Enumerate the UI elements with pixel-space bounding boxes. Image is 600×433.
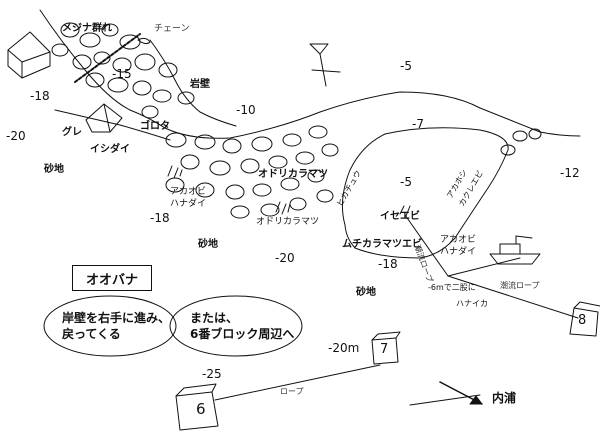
label-hanadai-right-2: ハナダイ (440, 247, 477, 257)
depth-m7: -7 (412, 117, 424, 131)
rope-right (447, 275, 579, 319)
contour-loop (341, 127, 509, 259)
label-two-level: -6mで二股に (428, 283, 476, 292)
depth-m12: -12 (560, 166, 580, 180)
rope-bottom (214, 364, 381, 401)
bubble-right-line-1: または、 (190, 311, 239, 325)
shoreline-lower (54, 109, 171, 141)
depth-m18-right: -18 (378, 257, 398, 271)
depth-m20-left: -20 (6, 129, 26, 143)
bubble-right-line-2: 6番ブロック周辺へ (190, 327, 295, 341)
bubble-right-text: または、 6番ブロック周辺へ (190, 310, 294, 342)
block-8-icon (569, 301, 600, 337)
label-gorota: ゴロタ (140, 121, 170, 132)
label-rope-right: 潮流ロープ (500, 281, 540, 290)
depth-m15: -15 (112, 67, 132, 81)
label-rope: ロープ (280, 387, 304, 396)
label-odori-1: オドリカラマツ (258, 169, 328, 180)
bubble-left-line-2: 戻ってくる (62, 327, 121, 341)
label-akaobi-right-1: アカオビ (440, 235, 477, 245)
block-7-icon (371, 331, 401, 365)
seaweed-mark-icon (275, 201, 291, 215)
seaweed-mark-2-icon (167, 165, 183, 179)
label-sand-right: 砂地 (356, 287, 376, 298)
block-7-number: 7 (380, 342, 389, 357)
depth-m18-mid: -18 (150, 211, 170, 225)
label-rock-wall: 岩壁 (190, 79, 210, 90)
tent-icon (85, 103, 123, 133)
label-iseebi: イセエビ (380, 211, 420, 222)
depth-m5-mid: -5 (400, 175, 412, 189)
depth-m10: -10 (236, 103, 256, 117)
bubble-left-line-1: 岸壁を右手に進み、 (62, 311, 171, 325)
rock-slope-edge (149, 39, 237, 127)
fish-mark-icon (137, 37, 151, 45)
shoreline-upper (39, 9, 581, 139)
rocks (51, 22, 542, 219)
speech-bubble-left (43, 295, 177, 357)
label-hanaika: ハナイカ (456, 299, 488, 308)
label-chain: チェーン (154, 24, 190, 34)
hut-icon (7, 31, 51, 79)
label-sand-left: 砂地 (44, 164, 64, 175)
boat-icon (489, 235, 541, 265)
bubble-left-text: 岸壁を右手に進み、 戻ってくる (62, 310, 170, 342)
label-ishidai: イシダイ (90, 144, 130, 155)
label-mejina: メジナ群れ (62, 23, 112, 34)
rope-small (409, 394, 481, 406)
rope-to-boat (447, 257, 521, 277)
label-akaobi-left-1: アカオビ (170, 187, 207, 197)
depth-m18-left: -18 (30, 89, 50, 103)
chain (74, 33, 141, 83)
anchor-symbol-icon (309, 43, 341, 87)
label-odori-2: オドリカラマツ (256, 217, 320, 227)
label-uchiura: 内浦 (492, 391, 517, 405)
block-6-icon (175, 383, 219, 431)
rope-vertical (404, 214, 449, 277)
block-6-number: 6 (196, 400, 206, 418)
depth-m20-center: -20 (275, 251, 295, 265)
depth-m20m: -20m (328, 341, 360, 355)
depth-m25: -25 (202, 367, 222, 381)
site-title: オオバナ (72, 265, 152, 291)
compass-arrow-icon (439, 381, 483, 405)
seaweed-mark-3-icon (399, 205, 411, 217)
block-8-number: 8 (578, 313, 587, 328)
label-hanadai-left-2: ハナダイ (170, 199, 207, 209)
speech-bubble-right (169, 295, 303, 357)
depth-m5-top: -5 (400, 59, 412, 73)
label-gure: グレ (62, 127, 82, 138)
label-sand-center: 砂地 (198, 239, 218, 250)
label-muchi-ebi: ムチカラマツエビ (342, 239, 422, 250)
